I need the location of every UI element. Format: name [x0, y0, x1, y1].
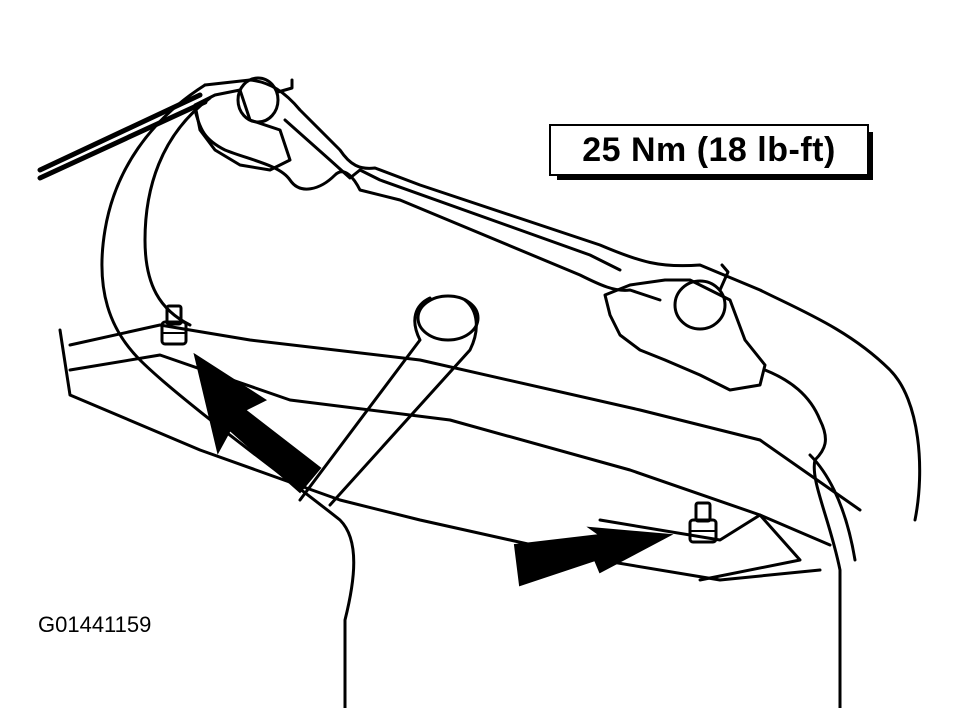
right-frame-edge [763, 368, 842, 708]
left-mount-bracket [193, 88, 292, 172]
upper-left-rail [37, 92, 208, 181]
figure-id-label: G01441159 [38, 612, 152, 637]
lower-crossmember-top [68, 323, 862, 512]
torque-spec-callout: 25 Nm (18 lb-ft) [549, 124, 873, 180]
top-beam-channel [283, 118, 622, 272]
lower-plate-edge [598, 513, 802, 582]
lower-crossmember-floor [58, 328, 822, 582]
frame-outer-edge [100, 83, 356, 708]
top-beam-upper [203, 78, 922, 522]
hose-right-edge [328, 298, 478, 507]
right-bolt-arrow [513, 526, 674, 587]
right-bolt [688, 501, 718, 544]
torque-spec-label: 25 Nm (18 lb-ft) [582, 130, 836, 169]
right-bushing-stud [718, 263, 730, 292]
hose-end [416, 294, 480, 342]
left-bolt [160, 304, 188, 346]
right-mount-bracket [603, 278, 767, 392]
left-bushing [236, 76, 280, 124]
top-beam-lower [193, 108, 662, 302]
right-bushing [673, 279, 727, 331]
frame-inner-edge [143, 96, 212, 327]
left-bushing-stud [276, 78, 294, 94]
hose-left-edge [298, 296, 432, 502]
left-bolt-arrow [193, 352, 322, 494]
